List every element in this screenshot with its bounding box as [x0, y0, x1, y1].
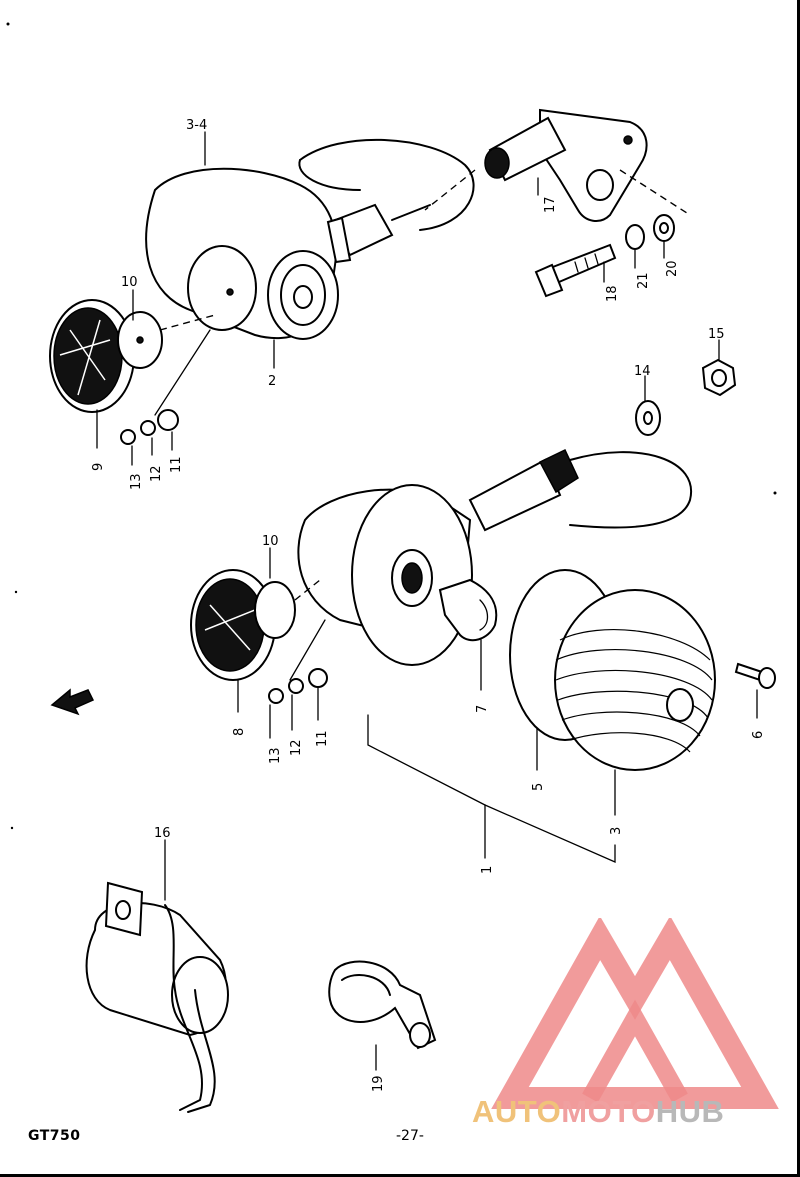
callout-12-mid: 12 [289, 739, 304, 756]
callout-3: 3 [609, 827, 624, 835]
nut-and-washer [635, 358, 737, 436]
callout-2: 2 [268, 374, 276, 389]
callout-11-top: 11 [169, 456, 184, 473]
callout-9: 9 [91, 463, 106, 471]
callout-1: 1 [480, 866, 495, 874]
callout-labels: 3-4 10 2 9 13 12 11 17 18 21 20 15 14 [91, 118, 766, 1092]
callout-13-top: 13 [129, 473, 144, 490]
callout-17: 19 [371, 1075, 386, 1092]
callout-14: 14 [634, 364, 651, 379]
model-code: GT750 [28, 1128, 81, 1144]
watermark-text-moto: MOTO [561, 1094, 656, 1129]
flasher-relay [85, 881, 229, 1113]
callout-10-top: 10 [121, 275, 138, 290]
wire-clamp [328, 960, 437, 1050]
callout-20: 20 [665, 260, 680, 277]
callout-8: 8 [232, 728, 247, 736]
callout-11-mid: 11 [315, 730, 330, 747]
callout-3-4: 3-4 [186, 118, 207, 133]
callout-19: 18 [605, 285, 620, 302]
watermark-text: AUTOMOTOHUB [472, 1094, 724, 1130]
callout-16: 16 [154, 826, 171, 841]
watermark-text-hub: HUB [655, 1094, 725, 1129]
callout-10-mid: 10 [262, 534, 279, 549]
callout-5: 5 [531, 783, 546, 791]
middle-turn-signal-assembly [190, 448, 776, 863]
page-number: -27- [396, 1128, 424, 1144]
callout-6: 6 [751, 731, 766, 739]
watermark-text-auto: AUTO [472, 1094, 562, 1129]
callout-21: 21 [636, 272, 651, 289]
top-turn-signal-assembly [49, 138, 476, 445]
callout-12-top: 12 [149, 465, 164, 482]
callout-18: 17 [543, 196, 558, 213]
bracket-assembly [484, 108, 691, 298]
front-arrow-icon [50, 688, 95, 716]
callout-15: 15 [708, 327, 725, 342]
callout-7: 7 [475, 705, 490, 713]
callout-13-mid: 13 [268, 747, 283, 764]
